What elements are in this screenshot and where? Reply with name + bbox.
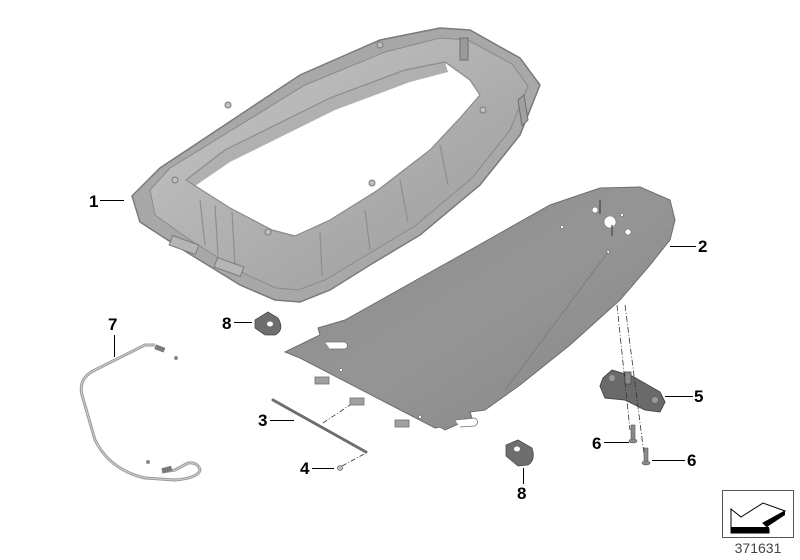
leader-8a — [234, 322, 252, 323]
leader-6a — [604, 442, 629, 443]
washer-tab-part-b — [505, 439, 534, 467]
base-plate-part — [283, 186, 676, 431]
screw-part-a — [628, 424, 638, 444]
callout-8a: 8 — [222, 314, 232, 333]
leader-8b — [523, 468, 524, 484]
callout-5: 5 — [694, 387, 704, 406]
leader-2 — [670, 246, 696, 247]
callout-2: 2 — [698, 237, 708, 256]
direction-arrow-icon — [730, 502, 787, 534]
leader-6b — [652, 460, 685, 461]
callout-4: 4 — [300, 459, 310, 478]
hinge-bracket-part — [599, 304, 666, 463]
rod-part — [271, 398, 368, 454]
callout-7: 7 — [108, 315, 118, 334]
washer-tab-part-a — [254, 311, 282, 336]
leader-7 — [114, 335, 115, 357]
leader-1 — [100, 200, 124, 201]
leader-4 — [312, 468, 334, 469]
reference-number: 371631 — [734, 540, 782, 556]
callout-3: 3 — [258, 411, 268, 430]
frame-part — [131, 27, 541, 303]
callout-6b: 6 — [687, 451, 697, 470]
callout-1: 1 — [89, 192, 99, 211]
callout-8b: 8 — [517, 484, 527, 503]
callout-6a: 6 — [592, 434, 602, 453]
clip-part — [337, 452, 367, 471]
leader-5 — [665, 396, 693, 397]
leader-3 — [270, 420, 294, 421]
cable-part — [79, 343, 202, 482]
screw-part-b — [641, 447, 651, 466]
reference-box — [722, 490, 794, 538]
